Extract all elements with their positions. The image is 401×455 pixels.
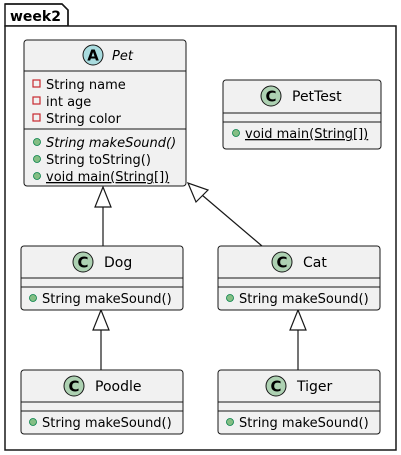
public-marker-icon (226, 294, 234, 302)
private-marker-icon (32, 96, 41, 105)
svg-text:String makeSound(): String makeSound() (42, 416, 172, 431)
method-main: void main(String[]) (33, 170, 169, 185)
class-name: Pet (112, 49, 134, 64)
class-tiger[interactable]: C Tiger String makeSound() (217, 369, 381, 435)
extends-tiger-cat (289, 308, 307, 370)
extends-dog-pet (94, 185, 112, 246)
extends-cat-pet (186, 181, 263, 247)
class-cat[interactable]: C Cat String makeSound() (217, 245, 381, 311)
public-marker-icon (226, 418, 234, 426)
svg-text:String makeSound(): String makeSound() (239, 416, 369, 431)
public-marker-icon (29, 294, 37, 302)
class-dog[interactable]: C Dog String makeSound() (20, 245, 184, 311)
private-marker-icon (32, 79, 41, 88)
class-name: Poodle (95, 379, 141, 395)
class-name: PetTest (292, 89, 342, 105)
method-make-sound: String makeSound() (33, 136, 176, 151)
class-name: Cat (303, 255, 327, 271)
method-make-sound: String makeSound() (29, 416, 172, 431)
class-icon: C (265, 375, 287, 397)
class-icon: C (260, 85, 282, 107)
method-make-sound: String makeSound() (226, 292, 369, 307)
svg-text:C: C (68, 378, 79, 396)
public-marker-icon (33, 155, 41, 163)
field-name: String name (32, 78, 126, 93)
public-marker-icon (33, 138, 41, 146)
public-marker-icon (29, 418, 37, 426)
private-marker-icon (32, 113, 41, 122)
class-poodle[interactable]: C Poodle String makeSound() (20, 369, 184, 435)
method-make-sound: String makeSound() (226, 416, 369, 431)
svg-text:String makeSound(): String makeSound() (239, 292, 369, 307)
svg-text:String makeSound(): String makeSound() (42, 292, 172, 307)
svg-text:void main(String[]): void main(String[]) (46, 170, 169, 185)
field-color: String color (32, 112, 122, 127)
svg-text:String makeSound(): String makeSound() (46, 136, 176, 151)
public-marker-icon (232, 129, 240, 137)
svg-text:String name: String name (46, 78, 126, 93)
class-pet[interactable]: A Pet String name int age String color S… (23, 39, 187, 187)
svg-text:C: C (77, 254, 88, 272)
class-icon: C (271, 251, 293, 273)
svg-text:C: C (270, 378, 281, 396)
class-icon: C (63, 375, 85, 397)
class-name: Tiger (296, 379, 333, 395)
public-marker-icon (33, 172, 41, 180)
svg-text:A: A (87, 47, 99, 65)
class-name: Dog (104, 255, 132, 271)
extends-poodle-dog (92, 308, 110, 370)
method-make-sound: String makeSound() (29, 292, 172, 307)
method-to-string: String toString() (33, 153, 151, 168)
svg-text:void main(String[]): void main(String[]) (245, 127, 368, 142)
svg-text:int age: int age (46, 95, 91, 110)
abstract-class-icon: A (82, 44, 104, 66)
method-main: void main(String[]) (232, 127, 368, 142)
svg-text:C: C (276, 254, 287, 272)
relations (92, 181, 307, 370)
svg-text:C: C (265, 88, 276, 106)
field-age: int age (32, 95, 91, 110)
class-pettest[interactable]: C PetTest void main(String[]) (222, 79, 382, 150)
svg-text:String toString(): String toString() (46, 153, 151, 168)
class-icon: C (72, 251, 94, 273)
svg-text:String color: String color (46, 112, 122, 127)
package-name: week2 (10, 9, 61, 25)
